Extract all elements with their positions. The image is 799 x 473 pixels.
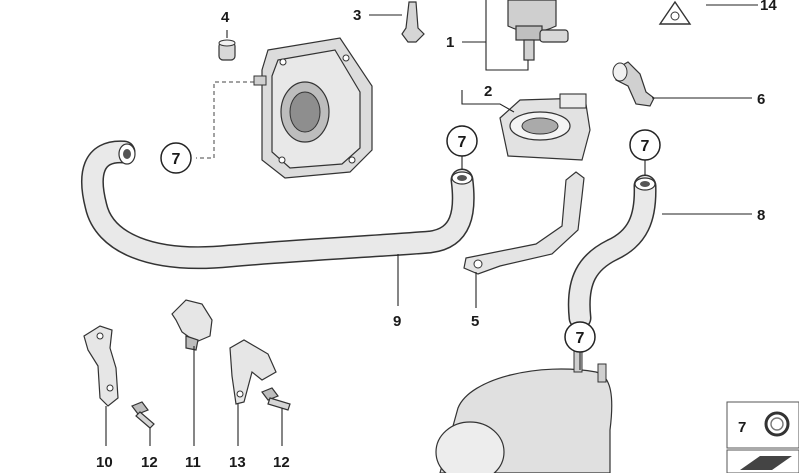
throttle-housing <box>253 37 373 179</box>
bolt-part-12-right <box>261 387 291 411</box>
circled-ref-7-bottom: 7 <box>564 321 596 353</box>
clip-part-11 <box>171 299 213 351</box>
valve-part-1 <box>507 0 569 61</box>
clip-part-3 <box>401 1 425 43</box>
hose-part-8 <box>567 174 657 330</box>
callout-14: 14 <box>760 0 777 14</box>
svg-text:7: 7 <box>641 138 650 155</box>
circled-ref-7-left: 7 <box>160 142 192 174</box>
callout-8: 8 <box>757 207 765 224</box>
callout-9: 9 <box>393 313 401 330</box>
connection-dashed-line <box>196 81 254 159</box>
mount-part-2 <box>499 93 591 161</box>
holder-part-13 <box>229 339 277 405</box>
svg-text:7: 7 <box>576 330 585 347</box>
elbow-connector-part-6 <box>612 61 655 107</box>
circled-ref-7-mid: 7 <box>446 125 478 157</box>
leader-lines <box>105 0 758 446</box>
bracket-part-10 <box>83 325 119 407</box>
callout-4: 4 <box>221 9 230 26</box>
callout-12-right: 12 <box>273 454 290 471</box>
callout-5: 5 <box>471 313 479 330</box>
svg-text:7: 7 <box>458 134 467 151</box>
bracket-part-5 <box>463 171 585 275</box>
bolt-part-12-left <box>131 401 155 429</box>
callout-12-left: 12 <box>141 454 158 471</box>
callout-2: 2 <box>484 83 492 100</box>
callout-10: 10 <box>96 454 113 471</box>
callout-6: 6 <box>757 91 765 108</box>
callout-13: 13 <box>229 454 246 471</box>
svg-text:7: 7 <box>172 151 181 168</box>
hose-part-9 <box>80 140 475 270</box>
legend-box-label: 7 <box>738 419 746 436</box>
callout-11: 11 <box>185 454 201 471</box>
hose-clamp-legend-box <box>726 401 799 473</box>
connector-part-4 <box>218 39 236 61</box>
carbon-canister <box>435 349 613 473</box>
callout-1: 1 <box>446 34 454 51</box>
warning-label-part-14 <box>658 0 692 25</box>
callout-3: 3 <box>353 7 361 24</box>
circled-ref-7-right: 7 <box>629 129 661 161</box>
